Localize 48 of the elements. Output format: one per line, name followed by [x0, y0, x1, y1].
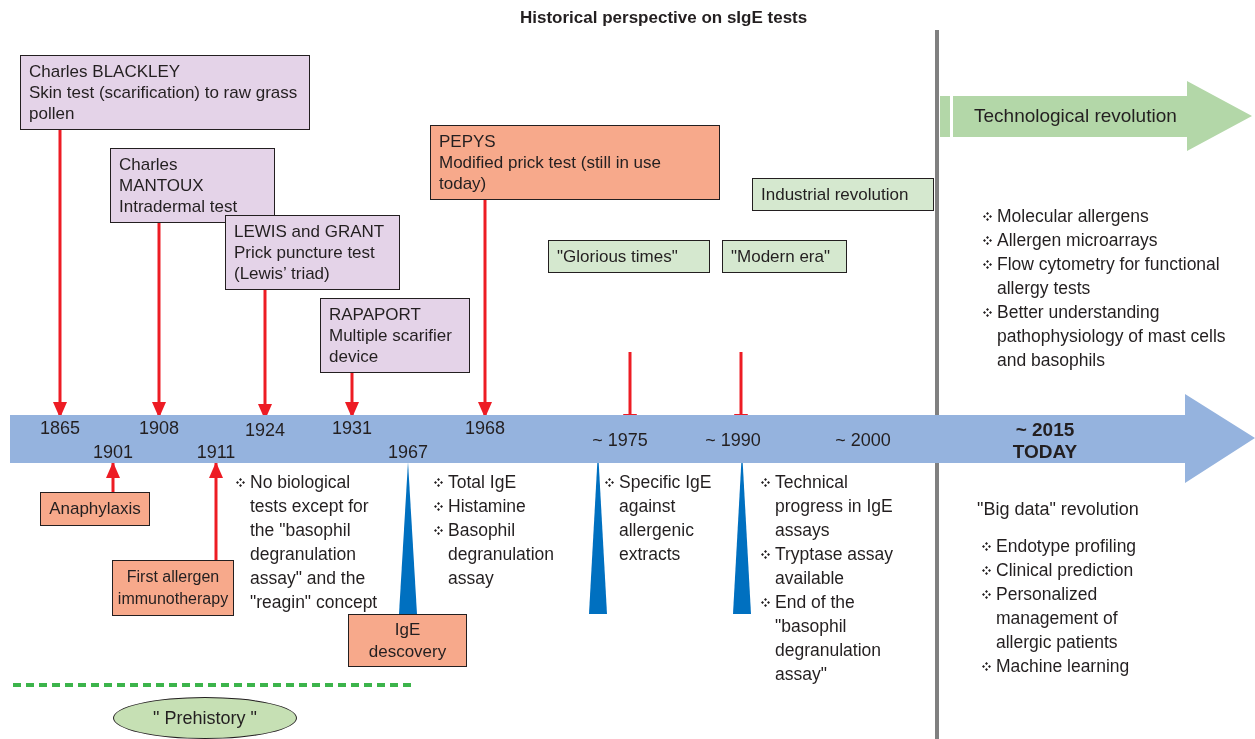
year-label: 1924: [245, 420, 285, 440]
year-label: ~ 2000: [835, 430, 891, 450]
event-box: RAPAPORT Multiple scarifier device: [320, 298, 470, 373]
list-item: Flow cytometry for functional allergy tests: [997, 254, 1220, 298]
event-box: Charles MANTOUX Intradermal test: [110, 148, 275, 223]
year-label: 1908: [139, 418, 179, 438]
event-box: Charles BLACKLEY Skin test (scarification) to raw grass pollen: [20, 55, 310, 130]
list-item: Tryptase assay available: [775, 544, 893, 588]
year-label: 1931: [332, 418, 372, 438]
arrow: [106, 462, 120, 492]
event-box: Anaphylaxis: [40, 492, 150, 526]
list-item: Endotype profiling: [996, 536, 1137, 556]
title: Historical perspective on sIgE tests: [520, 8, 808, 28]
year-label: ~ 1975: [592, 430, 648, 450]
arrow: [209, 462, 223, 560]
list-item: Clinical prediction: [996, 560, 1134, 580]
list-item: Histamine: [448, 496, 526, 516]
list-item: Machine learning: [996, 656, 1130, 676]
list-item: Technical progress in IgE assays: [775, 472, 893, 540]
event-box: PEPYS Modified prick test (still in use today): [430, 125, 720, 200]
year-label: 1967: [388, 442, 428, 462]
list-item: Better understanding pathophysiology of mast cells and basophils: [997, 302, 1226, 370]
era-box: "Glorious times": [548, 240, 710, 273]
list-item: Allergen microarrays: [997, 230, 1158, 250]
list-item: No biological tests except for the "basophil degranulation assay" and the "reagin" concept: [250, 472, 378, 612]
section-heading: "Big data" revolution: [977, 498, 1140, 521]
year-label: 1968: [465, 418, 505, 438]
era-box: "Modern era": [722, 240, 847, 273]
list-item: Molecular allergens: [997, 206, 1149, 226]
arrow: [152, 223, 166, 418]
list-item: Basophil degranulation assay: [448, 520, 555, 588]
today-label: ~ 2015 TODAY: [1011, 419, 1079, 463]
event-box: IgE descovery: [348, 614, 467, 667]
list-item: Specific IgE against allergenic extracts: [619, 472, 712, 564]
era-box: Industrial revolution: [752, 178, 934, 211]
list-item: Total IgE: [448, 472, 517, 492]
list-item: End of the "basophil degranulation assay": [775, 592, 882, 684]
era-ellipse: " Prehistory ": [113, 697, 297, 739]
event-box: First allergen immunotherapy: [112, 560, 234, 616]
arrow: [478, 200, 492, 418]
year-label: ~ 1990: [705, 430, 761, 450]
arrow: [53, 130, 67, 418]
year-label: 1901: [93, 442, 133, 462]
event-box: LEWIS and GRANT Prick puncture test (Lewis’ triad): [225, 215, 400, 290]
year-label: 1865: [40, 418, 80, 438]
year-label: 1911: [196, 442, 236, 462]
list-item: Personalized management of allergic patients: [996, 584, 1118, 652]
arrow: [345, 373, 359, 418]
